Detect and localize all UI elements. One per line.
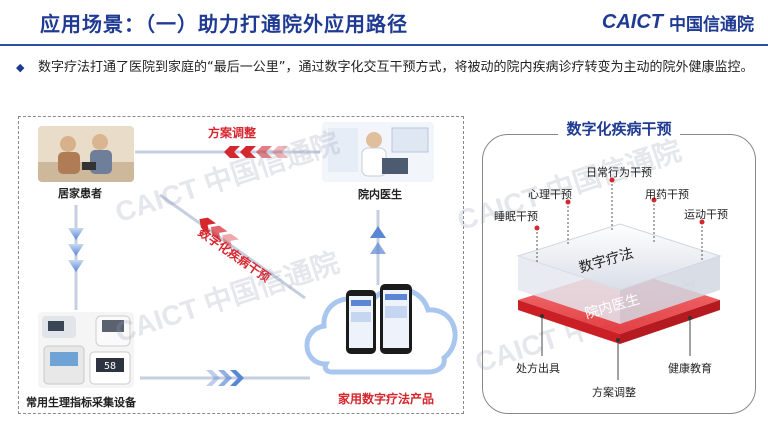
health-edu-label: 健康教育: [668, 362, 712, 375]
caict-logo: CAICT 中国信通院: [602, 10, 754, 35]
flow-panel: [18, 116, 464, 414]
prescribe-label: 处方出具: [516, 362, 560, 375]
drug-intervention-label: 用药干预: [645, 188, 689, 201]
devices-label: 常用生理指标采集设备: [26, 396, 136, 409]
hospital-doctor-image: [322, 122, 434, 182]
cloud-phones-icon: [304, 284, 458, 375]
plan-adjust-label: 方案调整: [208, 126, 257, 140]
home-patient-image: [38, 126, 134, 182]
plan-adjust-right-label: 方案调整: [592, 386, 636, 399]
devices-image: 58: [38, 312, 134, 388]
intervention-title: 数字化疾病干预: [480, 118, 758, 139]
intervention-title-text: 数字化疾病干预: [558, 120, 680, 138]
medical-devices-icon: 58: [38, 312, 134, 388]
device-reading-text: 58: [104, 361, 116, 372]
family-illustration-icon: [38, 126, 134, 182]
daily-intervention-label: 日常行为干预: [586, 166, 652, 179]
diamond-bullet-icon: ◆: [16, 61, 25, 74]
intro-bullet: ◆ 数字疗法打通了医院到家庭的“最后一公里”，通过数字化交互干预方式，将被动的院…: [16, 56, 756, 80]
mind-intervention-label: 心理干预: [528, 188, 572, 201]
page-title: 应用场景：（一）助力打通院外应用路径: [40, 12, 408, 36]
doctor-illustration-icon: [322, 122, 434, 182]
plan-adjust-arrow-icon: [224, 146, 288, 158]
header-rule: [0, 44, 768, 46]
sport-intervention-label: 运动干预: [684, 208, 728, 221]
logo-cn-text: 中国信通院: [669, 15, 754, 35]
logo-en-text: CAICT: [601, 11, 663, 33]
hospital-doctor-label: 院内医生: [358, 188, 402, 201]
product-label: 家用数字疗法产品: [338, 392, 435, 406]
sleep-intervention-label: 睡眠干预: [494, 210, 538, 223]
product-cloud: [296, 268, 466, 388]
intro-text: 数字疗法打通了医院到家庭的“最后一公里”，通过数字化交互干预方式，将被动的院内疾…: [38, 60, 754, 75]
home-patient-label: 居家患者: [58, 187, 102, 200]
